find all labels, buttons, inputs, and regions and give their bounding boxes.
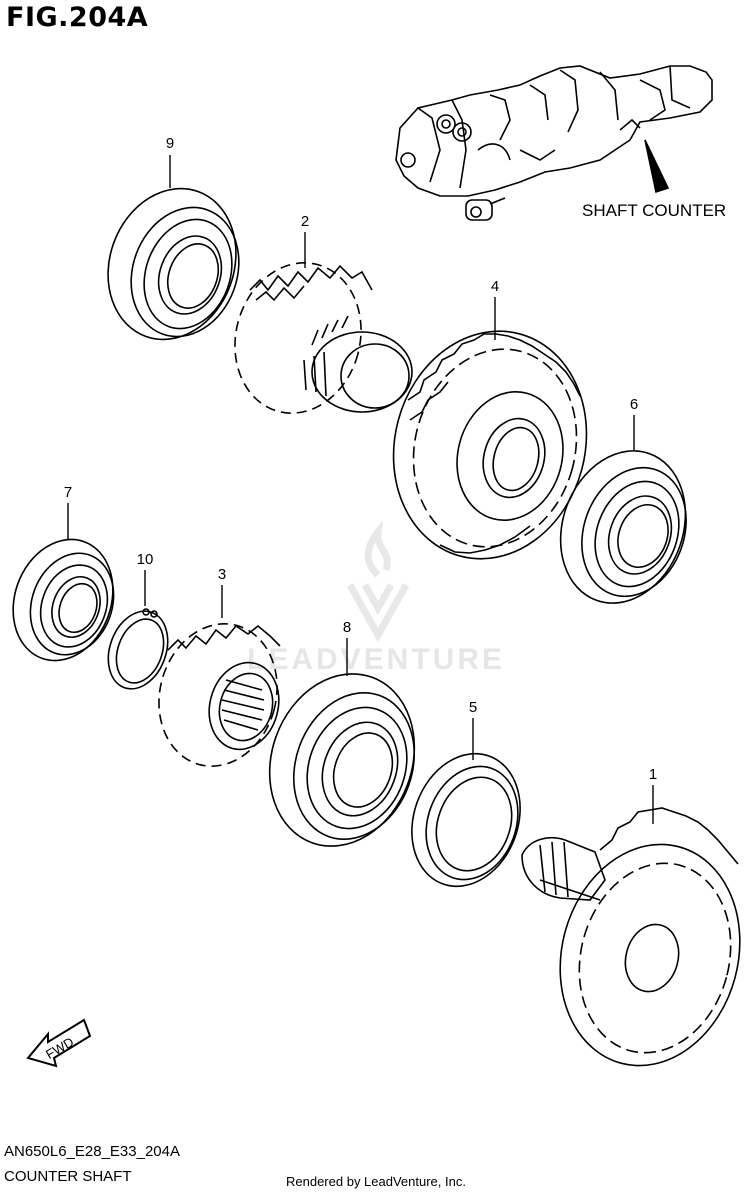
footer-credit: Rendered by LeadVenture, Inc.	[286, 1174, 466, 1189]
callout-5: 5	[468, 699, 478, 716]
footer-section-name: COUNTER SHAFT	[4, 1168, 132, 1185]
fwd-arrow-icon	[26, 1018, 92, 1068]
callout-7: 7	[63, 484, 73, 501]
part-2-gear	[234, 262, 413, 414]
part-9-bearing	[107, 187, 240, 341]
part-1-gear	[521, 807, 741, 1067]
callout-3: 3	[217, 566, 227, 583]
part-7-bearing	[12, 538, 115, 662]
callout-10: 10	[136, 551, 154, 568]
part-3-gear	[158, 623, 281, 767]
shaft-counter-label: SHAFT COUNTER	[582, 201, 727, 220]
part-6-bearing	[559, 450, 687, 604]
shaft-pointer-arrow	[644, 139, 670, 194]
callout-4: 4	[490, 278, 500, 295]
callout-leaders	[67, 155, 654, 824]
part-4-gear	[392, 330, 588, 560]
callout-1: 1	[648, 766, 658, 783]
figure-title: FIG.204A	[6, 2, 149, 33]
part-8-bearing	[268, 673, 416, 847]
part-5-seal	[411, 752, 521, 888]
watermark-text: LEADVENTURE	[247, 643, 506, 676]
watermark-logo	[346, 519, 410, 643]
callout-2: 2	[300, 213, 310, 230]
callout-6: 6	[629, 396, 639, 413]
footer-model-code: AN650L6_E28_E33_204A	[4, 1143, 180, 1160]
transmission-housing	[395, 65, 713, 221]
callout-9: 9	[165, 135, 175, 152]
callout-8: 8	[342, 619, 352, 636]
part-10-circlip	[107, 608, 169, 690]
